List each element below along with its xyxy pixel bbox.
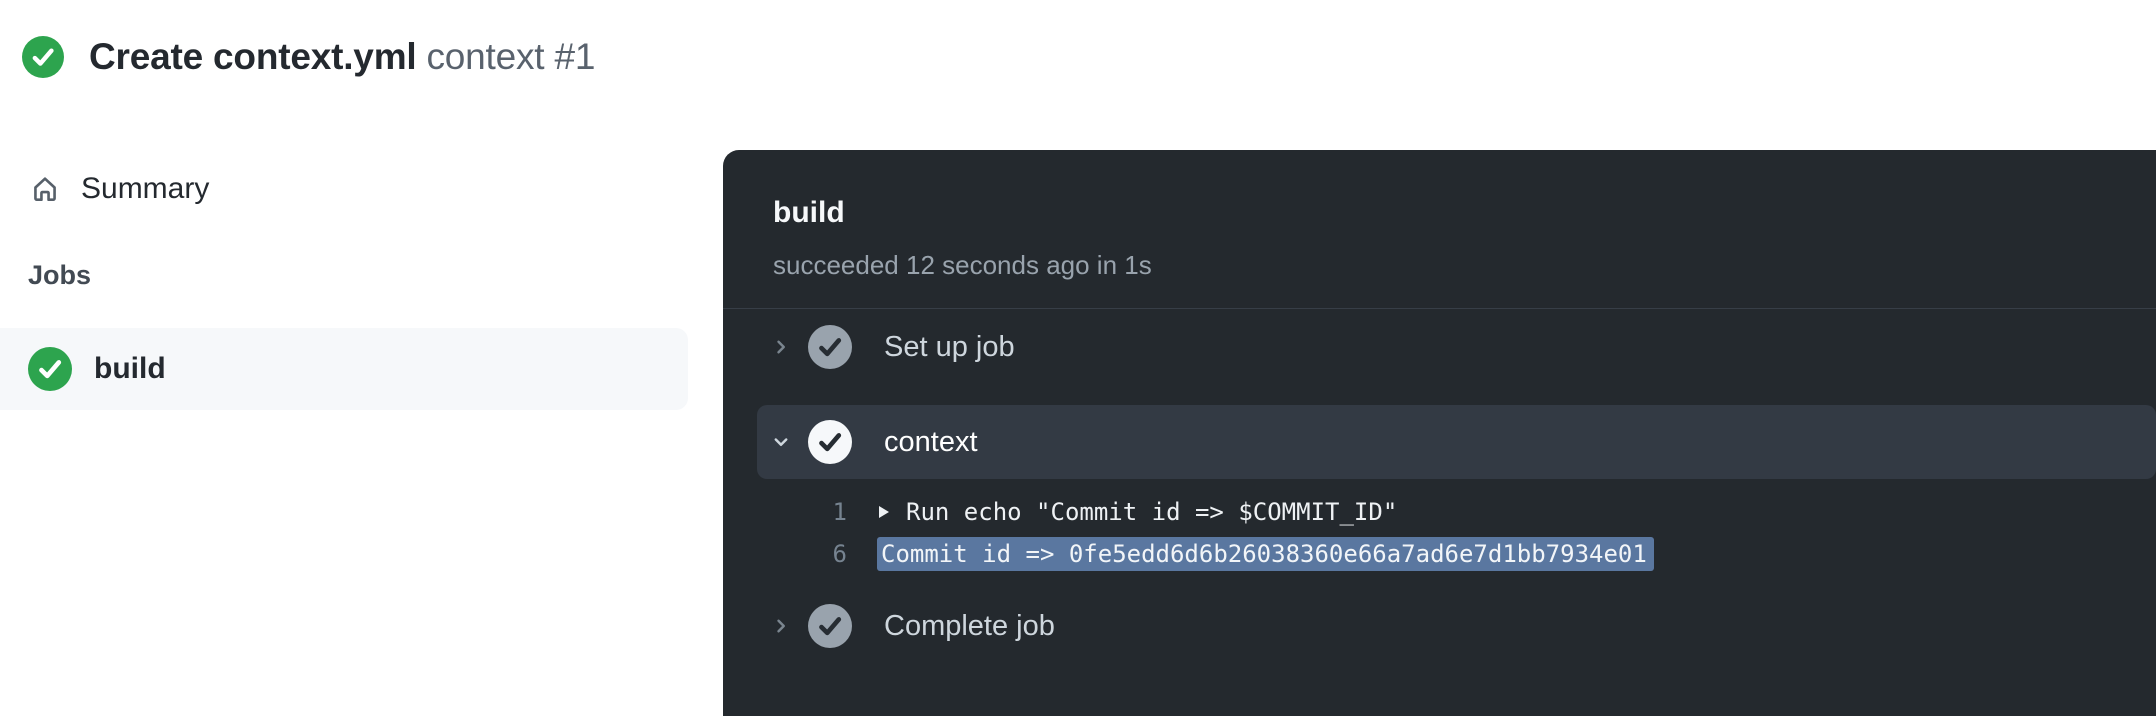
job-success-check-icon — [28, 347, 72, 391]
step-success-check-icon — [808, 325, 852, 369]
chevron-down-icon — [774, 438, 788, 446]
summary-label: Summary — [81, 172, 210, 205]
sidebar-job-build[interactable]: build — [0, 328, 688, 410]
panel-job-title: build — [773, 196, 845, 229]
step-log-output: 1 Run echo "Commit id => $COMMIT_ID" 6 C… — [723, 492, 2156, 574]
job-name: build — [94, 352, 166, 385]
log-line-text: Run echo "Commit id => $COMMIT_ID" — [877, 498, 1397, 526]
log-line: 1 Run echo "Commit id => $COMMIT_ID" — [723, 492, 2156, 532]
chevron-right-icon — [777, 340, 785, 354]
success-check-icon — [22, 36, 64, 78]
log-line-text: Commit id => 0fe5edd6d6b26038360e66a7ad6… — [877, 537, 1654, 571]
run-name-number: context #1 — [426, 36, 596, 77]
jobs-section-header: Jobs — [28, 260, 92, 290]
log-panel: build succeeded 12 seconds ago in 1s Set… — [723, 150, 2156, 716]
home-icon — [34, 177, 56, 201]
play-triangle-icon[interactable] — [877, 503, 891, 521]
sidebar-item-summary[interactable]: Summary — [30, 160, 209, 218]
workflow-name: Create context.yml — [89, 36, 417, 77]
step-label: Set up job — [884, 330, 1015, 363]
log-line: 6 Commit id => 0fe5edd6d6b26038360e66a7a… — [723, 534, 2156, 574]
step-header-complete-job[interactable]: Complete job — [723, 589, 2156, 663]
step-label: context — [884, 425, 978, 458]
step-success-check-icon — [808, 420, 852, 464]
step-header-context[interactable]: context — [757, 405, 2156, 479]
log-line-number[interactable]: 1 — [832, 498, 847, 526]
step-header-set-up-job[interactable]: Set up job — [723, 311, 2156, 383]
chevron-right-icon — [777, 619, 785, 633]
step-success-check-icon — [808, 604, 852, 648]
step-label: Complete job — [884, 609, 1055, 642]
log-line-number[interactable]: 6 — [832, 540, 847, 568]
log-panel-header: build succeeded 12 seconds ago in 1s — [723, 150, 2156, 309]
job-status-line: succeeded 12 seconds ago in 1s — [773, 250, 1152, 280]
highlighted-log-text: Commit id => 0fe5edd6d6b26038360e66a7ad6… — [877, 537, 1654, 571]
